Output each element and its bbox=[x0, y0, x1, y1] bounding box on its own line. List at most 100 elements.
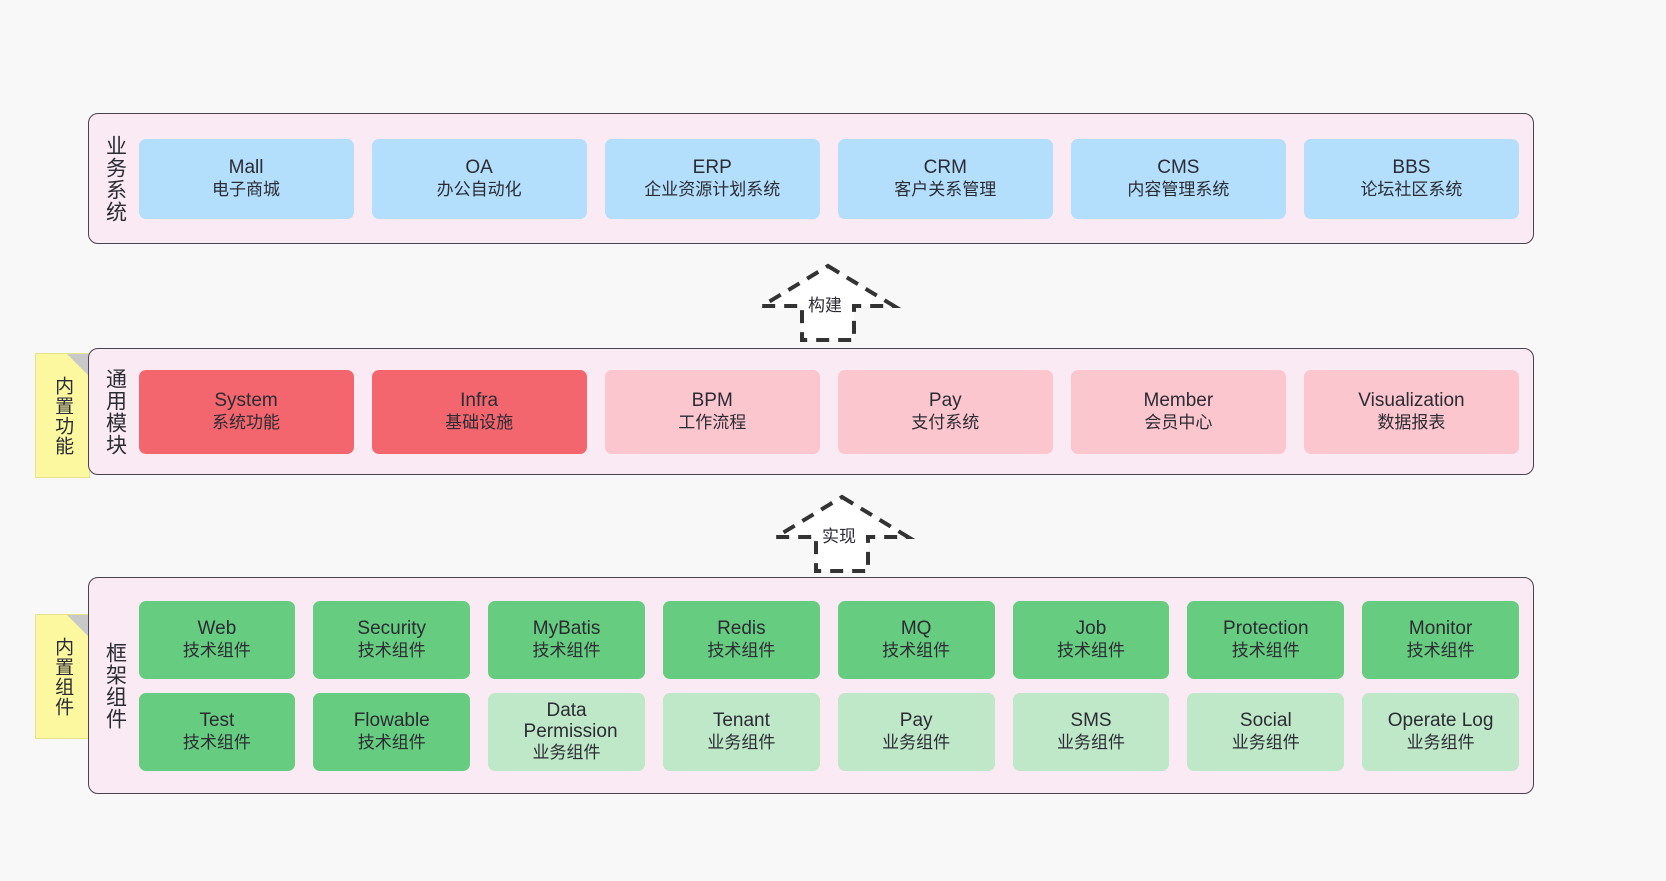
module-row: System 系统功能 Infra 基础设施 BPM 工作流程 Pay 支付系统… bbox=[138, 369, 1519, 454]
card-title: Monitor bbox=[1408, 618, 1473, 640]
card-title: MQ bbox=[900, 618, 932, 640]
card-tenant[interactable]: Tenant 业务组件 bbox=[662, 692, 820, 771]
card-mall[interactable]: Mall 电子商城 bbox=[138, 138, 354, 219]
card-sms[interactable]: SMS 业务组件 bbox=[1012, 692, 1170, 771]
card-subtitle: 业务组件 bbox=[707, 732, 776, 752]
card-monitor[interactable]: Monitor 技术组件 bbox=[1362, 600, 1520, 679]
card-subtitle: 业务组件 bbox=[1406, 732, 1475, 752]
card-title: ERP bbox=[692, 157, 732, 179]
card-subtitle: 技术组件 bbox=[882, 640, 951, 660]
framework-row-tech: Web 技术组件 Security 技术组件 MyBatis 技术组件 Redi… bbox=[138, 600, 1520, 679]
card-subtitle: 技术组件 bbox=[707, 640, 776, 660]
card-subtitle: 内容管理系统 bbox=[1127, 179, 1230, 199]
card-title: CRM bbox=[923, 157, 967, 179]
card-title: CMS bbox=[1157, 157, 1200, 179]
business-row: Mall 电子商城 OA 办公自动化 ERP 企业资源计划系统 CRM 客户关系… bbox=[138, 138, 1519, 219]
card-infra[interactable]: Infra 基础设施 bbox=[371, 369, 587, 454]
card-system[interactable]: System 系统功能 bbox=[138, 369, 354, 454]
card-title: Pay bbox=[928, 390, 962, 412]
card-subtitle: 业务组件 bbox=[1231, 732, 1300, 752]
layer-body-framework: Web 技术组件 Security 技术组件 MyBatis 技术组件 Redi… bbox=[133, 600, 1533, 771]
card-title: MyBatis bbox=[532, 618, 601, 640]
card-subtitle: 技术组件 bbox=[1406, 640, 1475, 660]
card-subtitle: 技术组件 bbox=[357, 732, 426, 752]
card-flowable[interactable]: Flowable 技术组件 bbox=[313, 692, 471, 771]
card-title: Operate Log bbox=[1387, 710, 1494, 732]
card-mybatis[interactable]: MyBatis 技术组件 bbox=[488, 600, 645, 679]
layer-title-module: 通用模块 bbox=[103, 367, 127, 456]
card-title: Web bbox=[197, 618, 237, 640]
layer-business: 业务系统 Mall 电子商城 OA 办公自动化 ERP 企业资源计划系统 CRM… bbox=[88, 113, 1534, 244]
card-subtitle: 技术组件 bbox=[182, 732, 251, 752]
card-subtitle: 技术组件 bbox=[1056, 640, 1125, 660]
card-subtitle: 客户关系管理 bbox=[894, 179, 997, 199]
card-subtitle: 技术组件 bbox=[357, 640, 426, 660]
card-title: Pay bbox=[899, 710, 933, 732]
layer-body-business: Mall 电子商城 OA 办公自动化 ERP 企业资源计划系统 CRM 客户关系… bbox=[133, 138, 1533, 219]
card-bbs[interactable]: BBS 论坛社区系统 bbox=[1303, 138, 1519, 219]
connector-implement: 实现 bbox=[768, 493, 916, 575]
card-subtitle: 支付系统 bbox=[911, 412, 980, 432]
card-cms[interactable]: CMS 内容管理系统 bbox=[1070, 138, 1286, 219]
connector-implement-label: 实现 bbox=[822, 527, 856, 546]
card-title: Security bbox=[357, 618, 427, 640]
card-security[interactable]: Security 技术组件 bbox=[313, 600, 471, 679]
card-title: SMS bbox=[1070, 710, 1112, 732]
card-crm[interactable]: CRM 客户关系管理 bbox=[837, 138, 1053, 219]
card-test[interactable]: Test 技术组件 bbox=[138, 692, 296, 771]
note-builtin-components: 内置组件 bbox=[35, 614, 90, 739]
note-label: 内置组件 bbox=[52, 636, 74, 717]
card-title: Social bbox=[1239, 710, 1292, 732]
card-title: Test bbox=[199, 710, 235, 732]
card-protection[interactable]: Protection 技术组件 bbox=[1187, 600, 1345, 679]
card-data-permission[interactable]: Data Permission 业务组件 bbox=[488, 692, 645, 771]
card-bpm[interactable]: BPM 工作流程 bbox=[604, 369, 820, 454]
card-mq[interactable]: MQ 技术组件 bbox=[837, 600, 995, 679]
card-subtitle: 电子商城 bbox=[212, 179, 281, 199]
card-subtitle: 基础设施 bbox=[445, 412, 514, 432]
card-job[interactable]: Job 技术组件 bbox=[1012, 600, 1170, 679]
card-subtitle: 技术组件 bbox=[182, 640, 251, 660]
card-member[interactable]: Member 会员中心 bbox=[1070, 369, 1286, 454]
card-title: Infra bbox=[460, 390, 499, 412]
card-subtitle: 业务组件 bbox=[882, 732, 951, 752]
layer-framework: 框架组件 Web 技术组件 Security 技术组件 MyBatis 技术组件… bbox=[88, 577, 1534, 794]
card-operate-log[interactable]: Operate Log 业务组件 bbox=[1362, 692, 1520, 771]
note-fold-icon bbox=[67, 615, 89, 637]
card-title: Tenant bbox=[712, 710, 770, 732]
card-title: Flowable bbox=[353, 710, 430, 732]
card-oa[interactable]: OA 办公自动化 bbox=[371, 138, 587, 219]
card-title: Redis bbox=[717, 618, 766, 640]
card-title: OA bbox=[465, 157, 493, 179]
card-subtitle: 企业资源计划系统 bbox=[644, 179, 781, 199]
layer-module: 通用模块 System 系统功能 Infra 基础设施 BPM 工作流程 Pay… bbox=[88, 348, 1534, 475]
card-title: System bbox=[214, 390, 278, 412]
card-pay-component[interactable]: Pay 业务组件 bbox=[837, 692, 995, 771]
card-subtitle: 技术组件 bbox=[532, 640, 601, 660]
card-subtitle: 工作流程 bbox=[678, 412, 747, 432]
card-title: Member bbox=[1143, 390, 1214, 412]
note-fold-icon bbox=[67, 354, 89, 376]
card-subtitle: 业务组件 bbox=[1056, 732, 1125, 752]
card-subtitle: 会员中心 bbox=[1144, 412, 1213, 432]
card-visualization[interactable]: Visualization 数据报表 bbox=[1303, 369, 1519, 454]
card-pay[interactable]: Pay 支付系统 bbox=[837, 369, 1053, 454]
card-title: Data Permission bbox=[523, 700, 618, 743]
card-subtitle: 论坛社区系统 bbox=[1360, 179, 1463, 199]
card-title: BPM bbox=[691, 390, 733, 412]
card-erp[interactable]: ERP 企业资源计划系统 bbox=[604, 138, 820, 219]
layer-title-framework: 框架组件 bbox=[103, 641, 127, 730]
card-subtitle: 系统功能 bbox=[212, 412, 281, 432]
card-title: Visualization bbox=[1358, 390, 1465, 412]
framework-row-biz: Test 技术组件 Flowable 技术组件 Data Permission … bbox=[138, 692, 1520, 771]
card-title: Protection bbox=[1223, 618, 1309, 640]
card-social[interactable]: Social 业务组件 bbox=[1187, 692, 1345, 771]
card-subtitle: 办公自动化 bbox=[436, 179, 522, 199]
connector-build: 构建 bbox=[754, 262, 902, 344]
layer-title-business: 业务系统 bbox=[103, 134, 127, 223]
card-redis[interactable]: Redis 技术组件 bbox=[662, 600, 820, 679]
card-web[interactable]: Web 技术组件 bbox=[138, 600, 296, 679]
connector-build-label: 构建 bbox=[808, 296, 842, 315]
card-title: BBS bbox=[1392, 157, 1431, 179]
